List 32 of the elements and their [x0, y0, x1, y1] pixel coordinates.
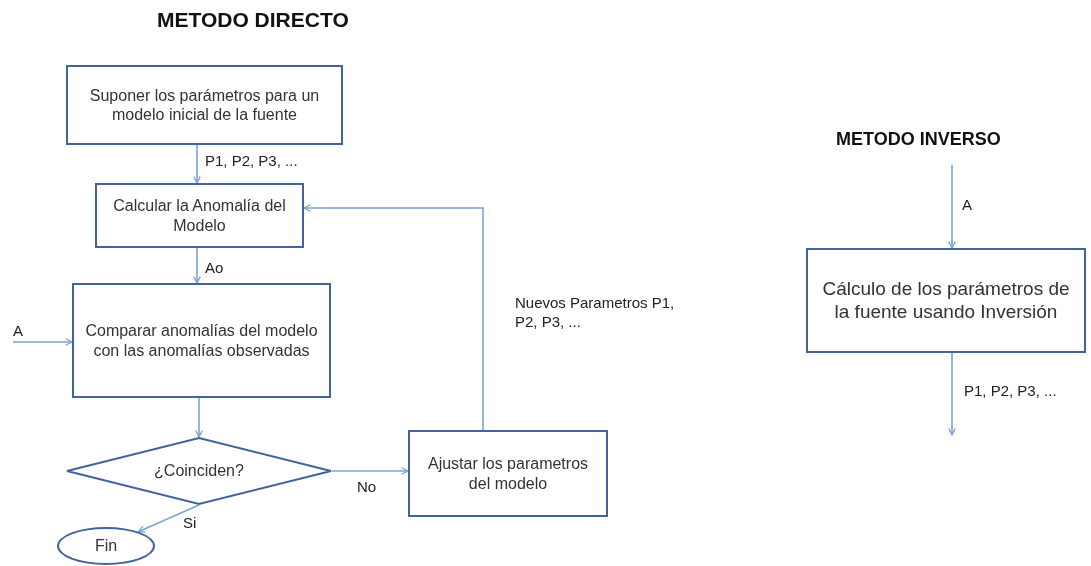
arrow	[303, 204, 484, 431]
edge-label: Ao	[205, 259, 224, 278]
arrow	[193, 247, 201, 284]
node-text: Calcular la Anomalía del Modelo	[112, 196, 287, 235]
edge-label: A	[13, 322, 23, 341]
node-text: Fin	[94, 536, 118, 556]
arrow	[193, 144, 201, 184]
decision-diamond	[66, 437, 332, 505]
process-box	[72, 283, 331, 398]
edge-label: No	[357, 478, 377, 497]
node-text: Ajustar los parametros del modelo	[426, 454, 590, 493]
arrow	[948, 352, 956, 436]
process-box	[66, 65, 343, 145]
arrow	[12, 338, 73, 346]
process-box	[806, 248, 1086, 353]
node-text: Suponer los parámetros para un modelo inicial de la fuente	[88, 85, 321, 125]
edge-label: Nuevos Parametros P1, P2, P3, ...	[515, 294, 676, 332]
arrow	[195, 397, 203, 438]
edge-label: P1, P2, P3, ...	[964, 382, 1057, 401]
node-text: Comparar anomalías del modelo con las anomalías observadas	[84, 321, 319, 360]
arrow	[137, 504, 200, 533]
edge-label: Si	[183, 514, 197, 533]
diagram-title: METODO DIRECTO	[157, 8, 349, 32]
section-heading: METODO INVERSO	[836, 129, 1001, 150]
process-box	[408, 430, 608, 517]
arrow	[331, 467, 409, 475]
arrow	[948, 164, 956, 249]
edge-label: A	[962, 196, 972, 215]
node-text: Cálculo de los parámetros de la fuente usando Inversión	[821, 277, 1071, 324]
node-text: ¿Coinciden?	[154, 461, 244, 481]
edge-label: P1, P2, P3, ...	[205, 152, 298, 171]
process-box	[95, 183, 304, 248]
